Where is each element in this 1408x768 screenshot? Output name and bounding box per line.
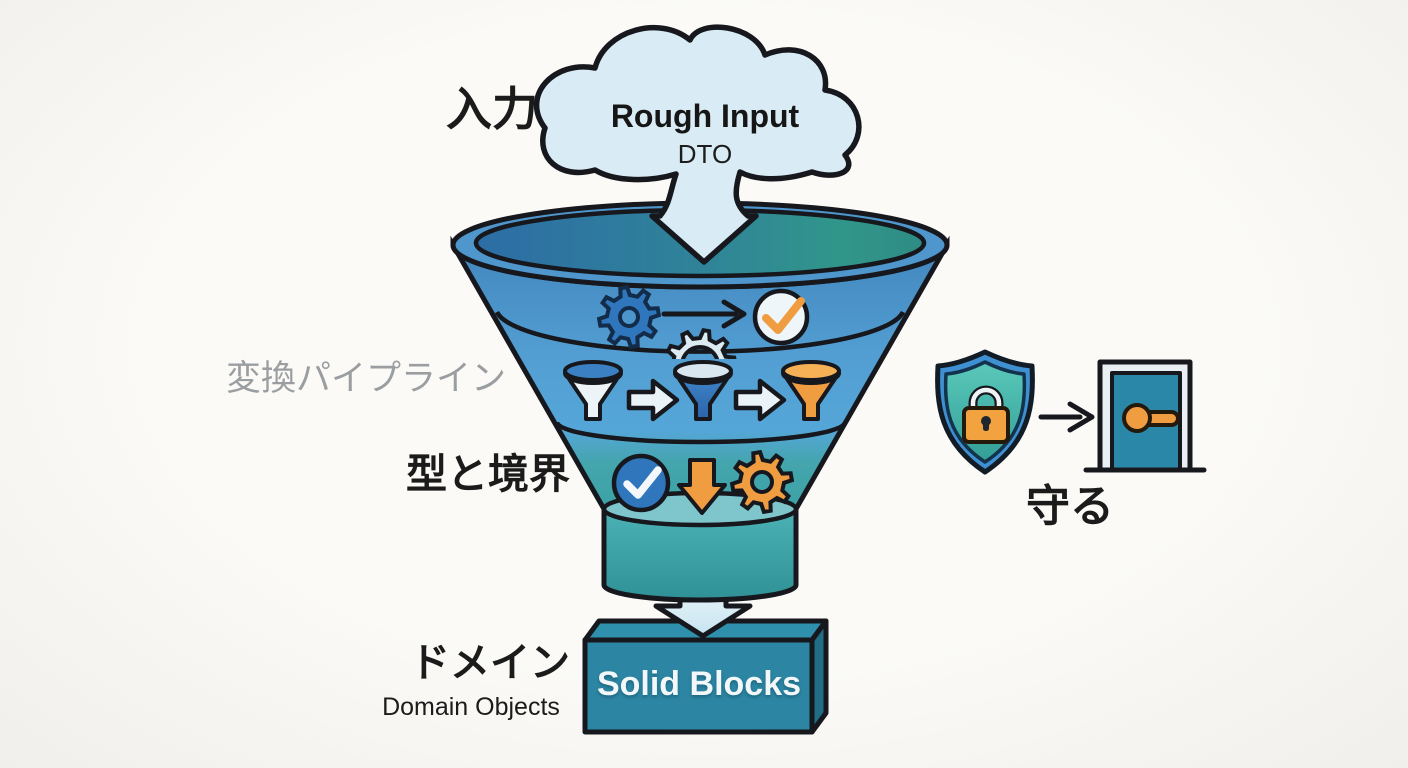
arrow-right-icon xyxy=(661,299,747,329)
door-icon xyxy=(1083,359,1207,473)
input-cloud-with-arrow xyxy=(533,24,862,265)
domain-label-jp: ドメイン xyxy=(410,641,570,685)
half-gear-icon xyxy=(665,327,737,359)
gear-icon xyxy=(596,284,662,350)
block-front-face xyxy=(582,637,815,735)
domain-label-en: Domain Objects xyxy=(382,693,560,721)
solid-block xyxy=(582,618,829,735)
types-boundaries-label-jp: 型と境界 xyxy=(406,451,570,497)
check-circle-icon xyxy=(752,288,810,346)
funnel-band-2 xyxy=(554,421,848,445)
cloud-subtitle: DTO xyxy=(677,139,733,169)
down-arrow-orange-icon xyxy=(677,458,727,515)
stage-arrow-icon-2 xyxy=(733,378,787,422)
input-label-jp: 入力 xyxy=(446,83,538,135)
shield-to-door-arrow-icon xyxy=(1038,401,1095,433)
gear-orange-icon xyxy=(729,449,795,515)
cloud-title: Rough Input xyxy=(610,98,800,134)
block-label: Solid Blocks xyxy=(596,665,802,703)
check-circle-blue-icon xyxy=(611,453,671,513)
shield-lock-icon xyxy=(935,349,1035,475)
mini-funnel-blue-icon xyxy=(563,360,623,421)
mini-funnel-orange-icon xyxy=(781,360,841,421)
mini-funnel-dark-icon xyxy=(673,360,733,421)
cylinder-body xyxy=(601,506,799,603)
protect-label-jp: 守る xyxy=(1026,482,1114,531)
stage-arrow-icon xyxy=(626,378,680,422)
funnel-band-1 xyxy=(494,310,906,354)
pipeline-label-jp: 変換パイプライン xyxy=(226,359,507,398)
padlock-icon xyxy=(962,385,1010,444)
door-handle-icon xyxy=(1122,403,1180,433)
